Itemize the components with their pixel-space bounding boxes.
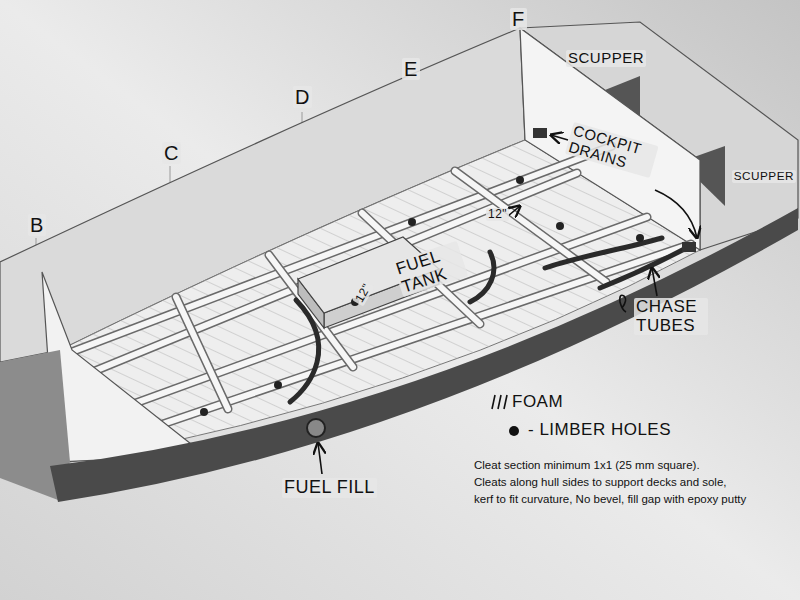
part-label: SCUPPER <box>566 50 646 67</box>
fuel-fill-symbol <box>307 419 325 437</box>
station-letter: D <box>293 86 312 108</box>
note: kerf to fit curvature, No bevel, fill ga… <box>474 493 746 506</box>
hull-side <box>50 208 798 502</box>
limber-legend: - LIMBER HOLES <box>502 420 671 440</box>
station-letter: E <box>402 58 420 80</box>
legend-text: FOAM <box>512 392 563 412</box>
dimension: 12" <box>486 208 509 221</box>
station-letter: C <box>162 142 181 164</box>
frames <box>176 171 606 409</box>
bulkhead <box>520 28 700 250</box>
part-label: CHASE TUBES <box>634 298 708 335</box>
note: Cleat section minimum 1x1 (25 mm square)… <box>474 459 700 472</box>
drain-symbol <box>533 128 547 138</box>
part-label: FUEL FILL <box>282 478 377 498</box>
drain-symbol <box>682 242 696 252</box>
legend-text: - LIMBER HOLES <box>528 420 671 440</box>
part-label: SCUPPER <box>732 170 796 183</box>
note: Cleats along hull sides to support decks… <box>474 476 727 489</box>
limber-swatch <box>502 420 528 440</box>
foam-swatch <box>486 392 512 412</box>
foam-legend: FOAM <box>486 392 563 412</box>
limber-hole <box>200 176 644 416</box>
scribble <box>620 295 626 312</box>
station-letter: F <box>510 8 527 30</box>
station-letter: B <box>28 214 46 236</box>
transom <box>520 22 798 250</box>
